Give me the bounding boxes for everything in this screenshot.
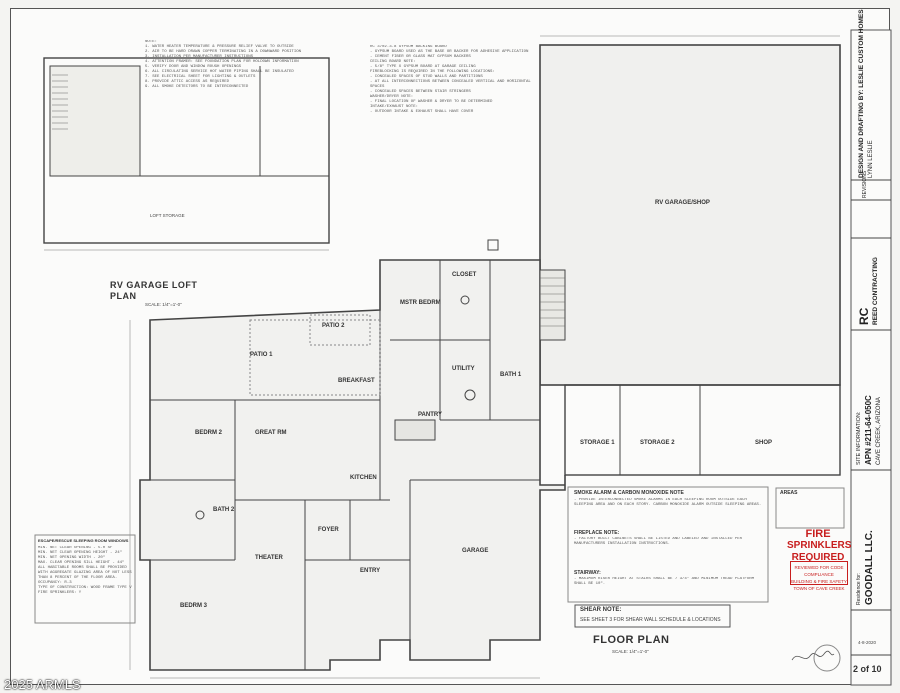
- room-garage: GARAGE: [462, 548, 489, 554]
- smoke-alarm-note-title: SMOKE ALARM & CARBON MONOXIDE NOTE: [574, 490, 684, 496]
- room-rv-garage: RV GARAGE/SHOP: [655, 200, 710, 206]
- room-theater: THEATER: [255, 555, 283, 561]
- room-pantry: PANTRY: [418, 412, 442, 418]
- shear-note-box: [574, 604, 731, 628]
- room-storage1: STORAGE 1: [580, 440, 615, 446]
- stamp-line3: TOWN OF CAVE CREEK: [793, 586, 845, 591]
- areas-title: AREAS: [780, 490, 798, 496]
- fire-line3: REQUIRED: [791, 552, 845, 563]
- rv-garage-outline: [539, 44, 841, 386]
- residence-for-label: Residence for:: [856, 572, 862, 605]
- apn-number: APN #211-64-050C: [864, 395, 873, 465]
- loft-stair: [49, 65, 141, 177]
- fire-sprinklers-notice: FIRE SPRINKLERS REQUIRED: [787, 528, 852, 564]
- room-great: GREAT RM: [255, 430, 287, 436]
- designer-credit: DESIGN AND DRAFTING BY: LESLIE CUSTOM HO…: [858, 9, 865, 178]
- rv-loft-scale: SCALE: 1/4"=1'-0": [145, 302, 182, 307]
- sheet-number: 2 of 10: [853, 664, 882, 674]
- room-closet: CLOSET: [452, 272, 477, 278]
- stamp-line2: BUILDING & FIRE SAFETY: [791, 579, 847, 584]
- room-utility: UTILITY: [452, 366, 475, 372]
- room-shop: SHOP: [755, 440, 773, 446]
- stamp-line1: REVIEWED FOR CODE COMPLIANCE: [794, 565, 844, 577]
- contractor-name: REED CONTRACTING: [872, 257, 879, 325]
- areas-box: [775, 487, 845, 529]
- mls-watermark: 2025 ARMLS: [4, 677, 81, 692]
- escape-note-title: ESCAPE/RESCUE SLEEPING ROOM WINDOWS: [38, 538, 129, 543]
- room-bath1: BATH 1: [500, 372, 522, 378]
- fire-line1: FIRE: [805, 528, 831, 540]
- room-master: MSTR BEDRM: [400, 300, 441, 306]
- room-kitchen: KITCHEN: [350, 475, 377, 481]
- loft-plan-outline: [43, 57, 330, 244]
- room-breakfast: BREAKFAST: [338, 378, 375, 384]
- room-patio1: PATIO 1: [250, 352, 273, 358]
- site-info-label: SITE INFORMATION:: [856, 411, 862, 465]
- smoke-alarm-note-box: [567, 486, 769, 603]
- room-entry: ENTRY: [360, 568, 381, 574]
- code-review-stamp: REVIEWED FOR CODE COMPLIANCE BUILDING & …: [790, 561, 848, 591]
- loft-storage-label: LOFT STORAGE: [150, 213, 185, 218]
- fire-line2: SPRINKLERS: [787, 540, 852, 551]
- rv-loft-title: RV GARAGE LOFT PLAN: [110, 280, 198, 301]
- room-bath2: BATH 2: [213, 507, 235, 513]
- escape-note-box: [34, 534, 136, 624]
- sheet-date: 4-8-2020: [858, 640, 877, 645]
- house-outline: [139, 259, 566, 671]
- room-bedrm2: BEDRM 2: [195, 430, 223, 436]
- room-foyer: FOYER: [318, 527, 339, 533]
- fireplace-note-text: - FACTORY BUILT CABINETS SHALL BE LISTED…: [574, 537, 743, 546]
- owner-name: GOODALL LLC.: [864, 530, 875, 605]
- shear-note-text: SEE SHEET 3 FOR SHEAR WALL SCHEDULE & LO…: [580, 617, 721, 623]
- stairway-note-title: STAIRWAY:: [574, 570, 601, 576]
- smoke-alarm-note-text: - PROVIDE INTERCONNECTED SMOKE ALARMS IN…: [574, 498, 762, 507]
- contractor-logo: RC: [857, 307, 871, 325]
- room-patio2: PATIO 2: [322, 323, 345, 329]
- revisions-label: REVISIONS: [862, 170, 868, 198]
- site-address: CAVE CREEK, ARIZONA: [876, 397, 882, 465]
- floor-plan-scale: SCALE: 1/4"=1'-0": [612, 649, 649, 654]
- loft-notes: NOTE:1. WATER HEATER TEMPERATURE & PRESS…: [145, 40, 302, 89]
- fireplace-note-title: FIREPLACE NOTE:: [574, 530, 620, 536]
- center-notes: RC 3702.3.8 GYPSUM BACKING BOARD- GYPSUM…: [370, 45, 531, 114]
- floor-plan-title: FLOOR PLAN: [593, 634, 670, 646]
- stairway-note-text: - MAXIMUM RISER HEIGHT AT STAIRS SHALL B…: [574, 577, 755, 586]
- shear-note-title: SHEAR NOTE:: [580, 607, 622, 613]
- room-bedrm3: BEDRM 3: [180, 603, 208, 609]
- designer-name: LYNN LESLIE: [868, 140, 874, 178]
- room-storage2: STORAGE 2: [640, 440, 675, 446]
